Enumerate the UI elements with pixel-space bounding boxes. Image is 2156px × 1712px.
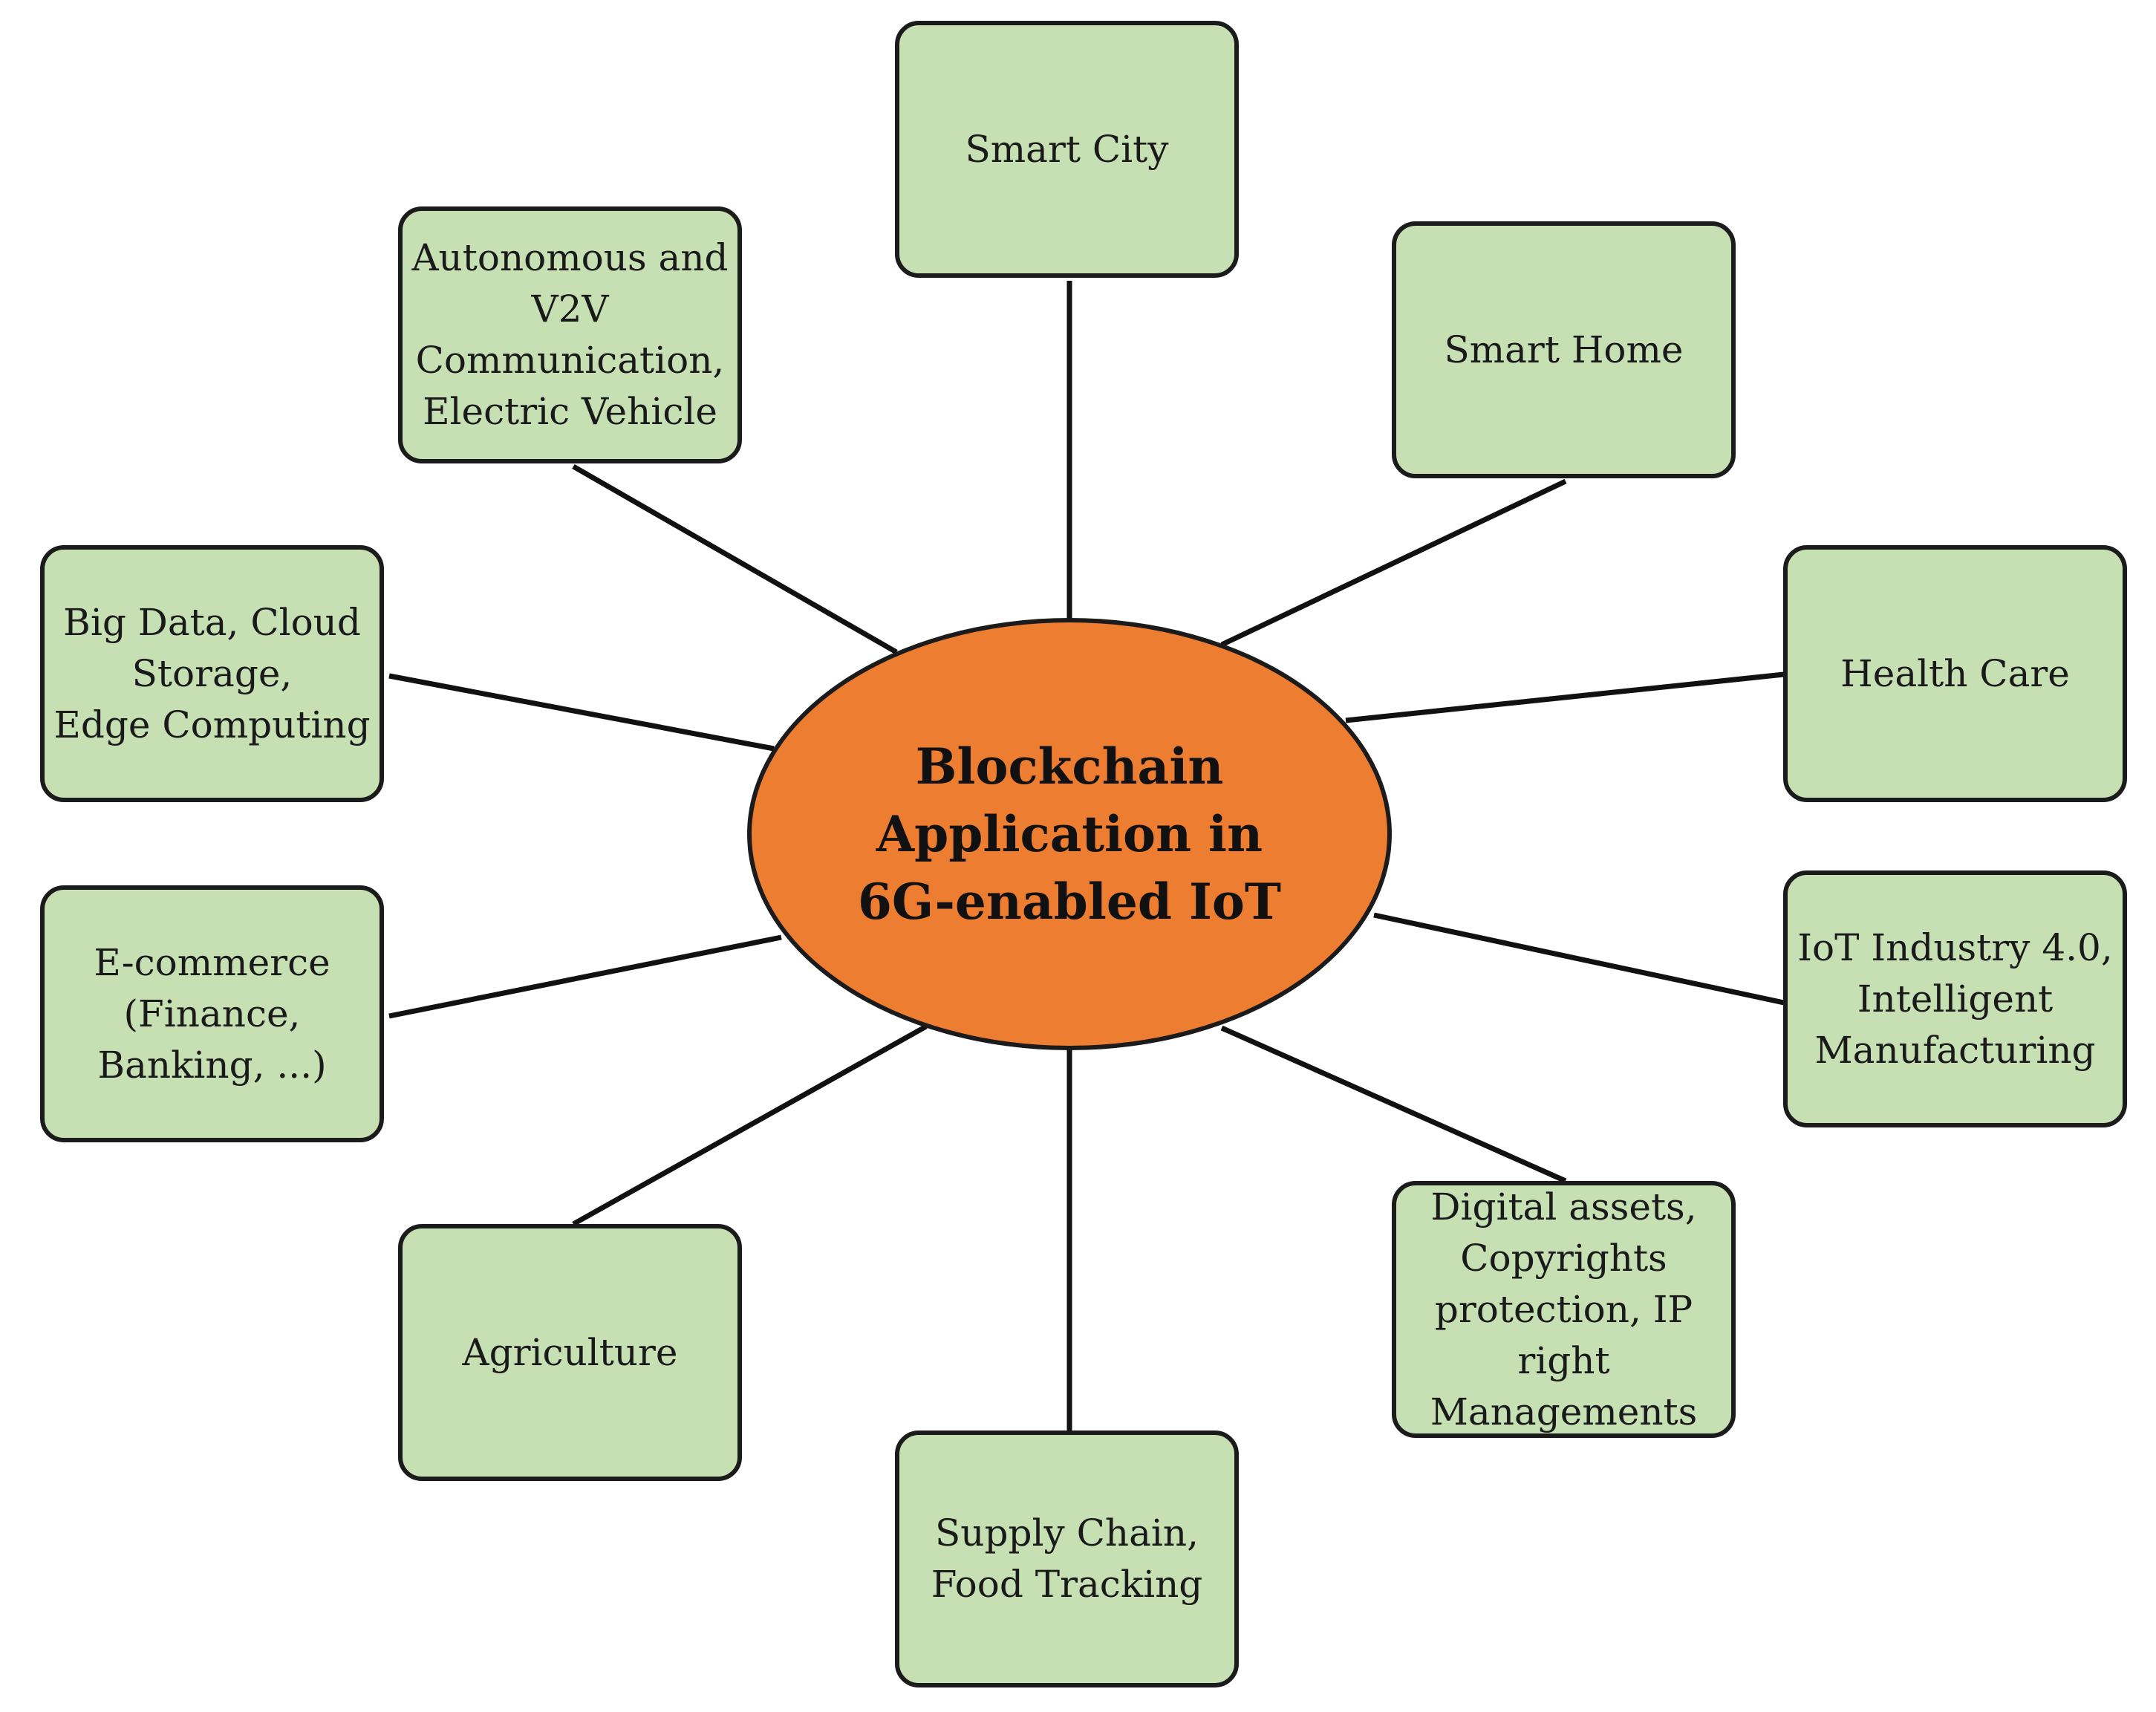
node-label-smart-home: Smart Home	[1444, 328, 1684, 371]
node-label-iot-industry: IoT Industry 4.0, Intelligent Manufactur…	[1797, 925, 2113, 1072]
node-label-digital-assets: Digital assets, Copyrights protection, I…	[1430, 1185, 1698, 1433]
connector-big-data	[388, 673, 775, 752]
connector-digital-assets	[1220, 1025, 1567, 1184]
node-agriculture: Agriculture	[398, 1224, 742, 1481]
node-health-care: Health Care	[1783, 545, 2127, 802]
node-label-big-data: Big Data, Cloud Storage, Edge Computing	[53, 600, 371, 746]
connector-health-care	[1345, 671, 1785, 723]
connector-agriculture	[572, 1023, 928, 1227]
node-autonomous-v2v: Autonomous and V2V Communication, Electr…	[398, 206, 742, 463]
node-smart-home: Smart Home	[1392, 221, 1736, 478]
node-big-data: Big Data, Cloud Storage, Edge Computing	[40, 545, 384, 802]
center-label: Blockchain Application in 6G-enabled IoT	[858, 737, 1281, 931]
node-label-agriculture: Agriculture	[462, 1330, 678, 1374]
node-label-smart-city: Smart City	[965, 127, 1169, 171]
node-digital-assets: Digital assets, Copyrights protection, I…	[1392, 1181, 1736, 1438]
connector-e-commerce	[388, 934, 782, 1019]
node-e-commerce: E-commerce (Finance, Banking, ...)	[40, 885, 384, 1142]
node-smart-city: Smart City	[895, 21, 1239, 278]
node-supply-chain: Supply Chain, Food Tracking	[895, 1431, 1239, 1687]
node-label-e-commerce: E-commerce (Finance, Banking, ...)	[94, 940, 330, 1087]
connector-smart-home	[1220, 478, 1567, 648]
center-node: Blockchain Application in 6G-enabled IoT	[747, 618, 1392, 1050]
node-label-autonomous-v2v: Autonomous and V2V Communication, Electr…	[411, 236, 729, 433]
node-label-health-care: Health Care	[1840, 651, 2070, 695]
node-iot-industry: IoT Industry 4.0, Intelligent Manufactur…	[1783, 870, 2127, 1127]
node-label-supply-chain: Supply Chain, Food Tracking	[931, 1511, 1203, 1606]
connector-autonomous-v2v	[572, 463, 898, 655]
connector-iot-industry	[1373, 912, 1785, 1006]
